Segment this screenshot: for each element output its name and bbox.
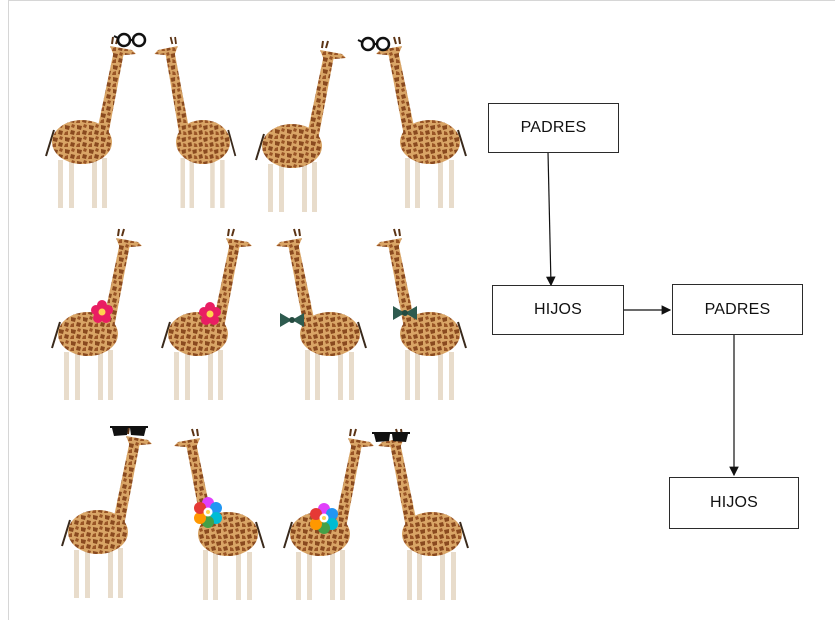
padres-label-1: PADRES xyxy=(521,119,587,137)
padres-label-2: PADRES xyxy=(705,301,771,319)
hijos-label-2: HIJOS xyxy=(710,494,758,512)
padres-box-2: PADRES xyxy=(672,284,803,335)
giraffe-illustration xyxy=(0,0,480,621)
hijos-box-2: HIJOS xyxy=(669,477,799,529)
giraffe-row-2 xyxy=(52,229,466,400)
hijos-box-1: HIJOS xyxy=(492,285,624,335)
hijos-label-1: HIJOS xyxy=(534,301,582,319)
giraffe-row-3 xyxy=(62,427,468,600)
padres-box-1: PADRES xyxy=(488,103,619,153)
giraffe-row-1 xyxy=(46,34,466,212)
